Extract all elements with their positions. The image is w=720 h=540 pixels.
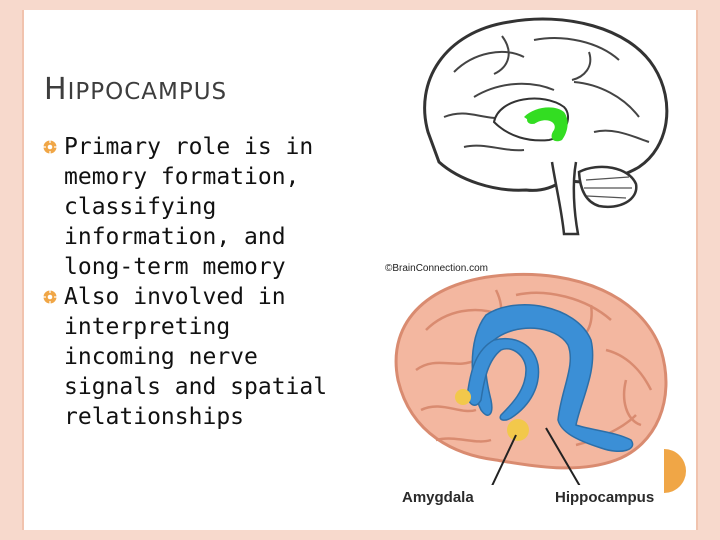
bullet-item: Also involved in interpreting incoming n…: [42, 282, 342, 432]
slide-title: HIPPOCAMPUS: [44, 72, 227, 107]
sun-bullet-icon: [43, 290, 57, 304]
orange-half-circle-decoration: [664, 449, 686, 493]
slide-frame-top: [0, 0, 720, 10]
bullet-item: Primary role is in memory formation, cla…: [42, 132, 342, 282]
slide-frame-inner-right: [696, 10, 698, 530]
hippocampus-label: Hippocampus: [555, 489, 655, 506]
sun-bullet-icon: [43, 140, 57, 154]
slide-frame-right: [698, 0, 720, 540]
amygdala-label: Amygdala: [402, 489, 474, 506]
slide-title-initial: H: [44, 72, 68, 107]
slide-frame-bottom: [0, 530, 720, 540]
slide-frame-left: [0, 0, 22, 540]
sagittal-brain-image: [423, 17, 669, 236]
hippocampus-brain-image: [394, 272, 668, 485]
bullet-text: Primary role is in memory formation, cla…: [64, 134, 314, 280]
image-credit: ©BrainConnection.com: [385, 263, 488, 274]
bullet-list: Primary role is in memory formation, cla…: [42, 132, 342, 432]
bullet-text: Also involved in interpreting incoming n…: [64, 284, 328, 430]
slide-frame-inner-left: [22, 10, 24, 530]
slide-title-rest: IPPOCAMPUS: [67, 79, 228, 105]
